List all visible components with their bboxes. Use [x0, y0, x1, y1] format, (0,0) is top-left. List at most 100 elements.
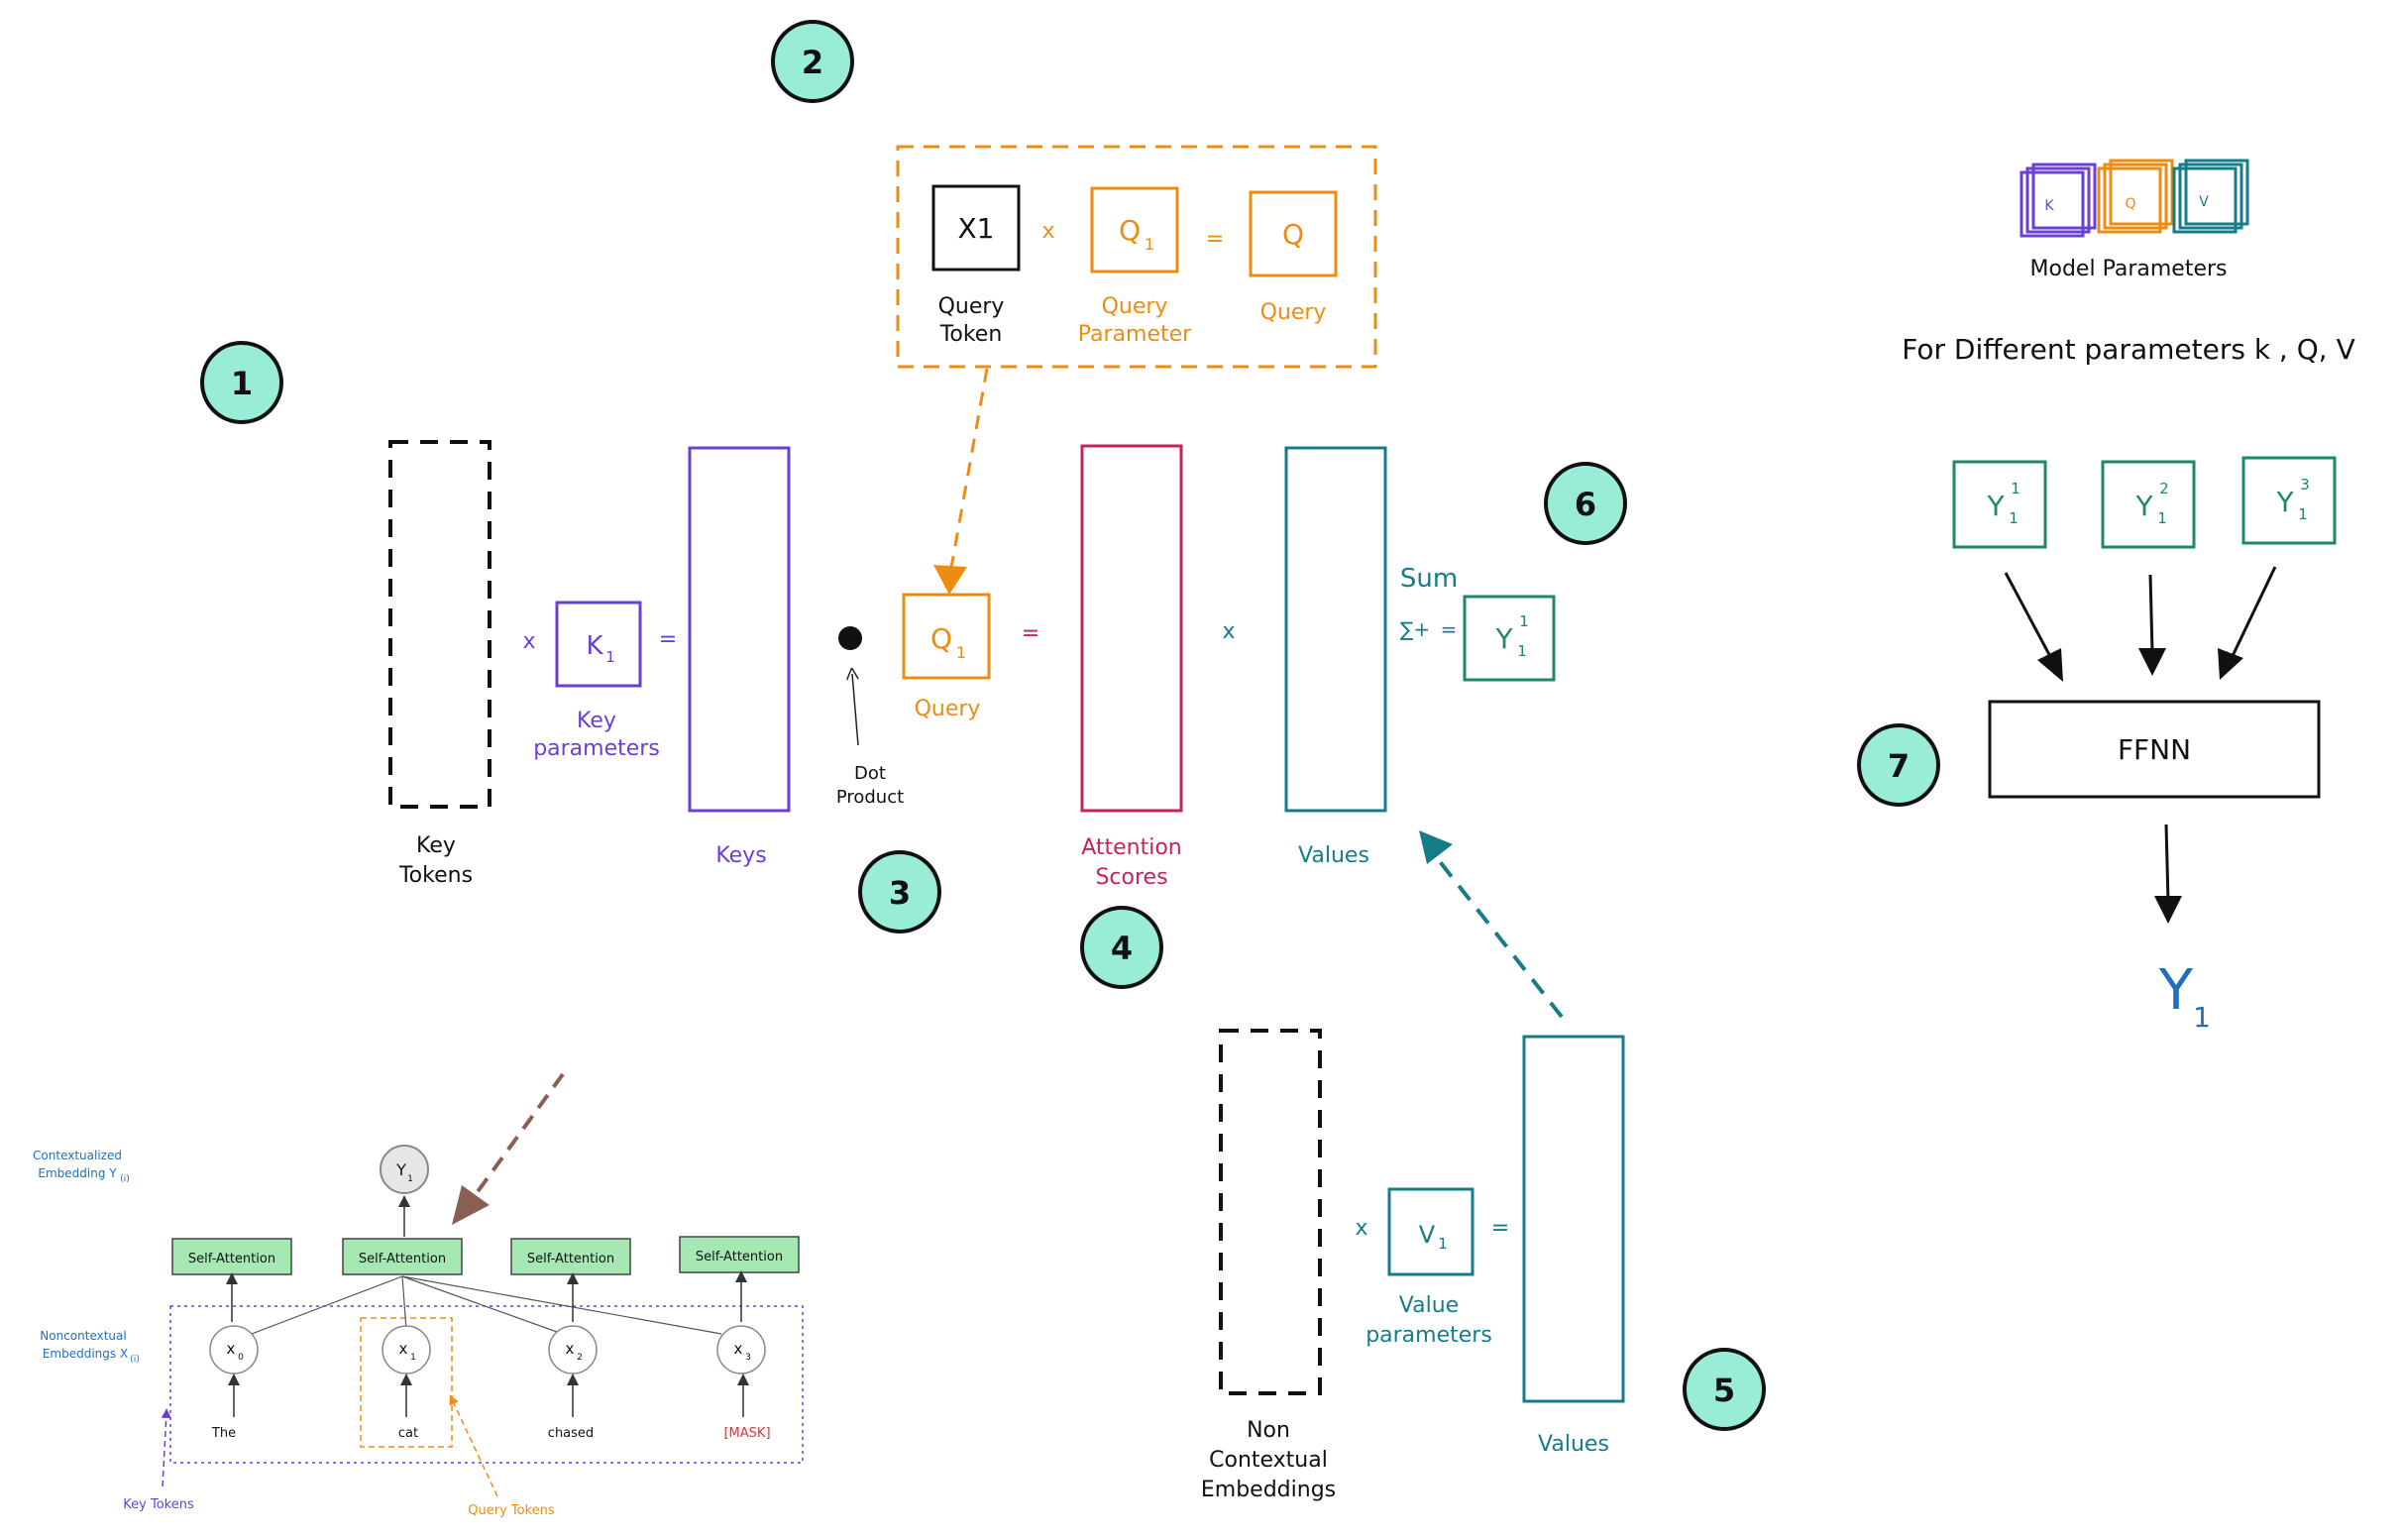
- self-attention-box-1-label: Self-Attention: [188, 1252, 275, 1266]
- mini-connection-4: [401, 1275, 722, 1335]
- ffnn-output-arrowhead: [2154, 896, 2182, 924]
- query-token-box: [931, 184, 1021, 272]
- query-token-text: X1: [958, 212, 995, 245]
- noncontextual-label-line2: Contextual: [1209, 1448, 1328, 1473]
- key-parameter-box: [555, 601, 642, 688]
- sum-output-text: Y: [1494, 622, 1513, 655]
- x-node-0-subscript: 0: [238, 1353, 244, 1363]
- sum-label: Sum: [1400, 564, 1458, 594]
- noncontextual-small-label-subscript: (i): [130, 1355, 140, 1365]
- query-tokens-frame: [360, 1317, 453, 1448]
- query-vector-box: [902, 593, 991, 680]
- query-parameter-text: Q: [1119, 214, 1141, 247]
- dot-product-label-line2: Product: [836, 787, 904, 808]
- sum-equals: =: [1441, 617, 1458, 641]
- ffnn-input-arrowhead-1: [2037, 648, 2063, 682]
- step-7-badge: 7: [1857, 723, 1940, 807]
- y-input-2-superscript: 2: [2159, 480, 2169, 497]
- x-node-3-base: x: [734, 1340, 743, 1358]
- y-input-3-subscript: 1: [2298, 505, 2308, 523]
- step-3-badge: 3: [858, 850, 941, 934]
- step-1-label: 1: [231, 365, 253, 402]
- mini-highlight-arrowhead: [452, 1185, 490, 1225]
- query-result-text: Q: [1282, 218, 1304, 251]
- y-input-3: Y 3 1: [2241, 456, 2337, 545]
- x-node-1-base: x: [399, 1340, 408, 1358]
- noncontextual-small-label-line2: Embeddings X: [43, 1347, 128, 1361]
- ffnn-input-arrow-3: [2230, 566, 2277, 659]
- y-input-1-superscript: 1: [2011, 480, 2020, 497]
- attention-scores-matrix: [1080, 444, 1183, 813]
- query-flow-arrowhead: [933, 565, 967, 595]
- key-tokens-pointer: [161, 1408, 171, 1487]
- self-attention-box-3: [510, 1238, 631, 1275]
- query-result-box: [1249, 190, 1338, 277]
- step-1-badge: 1: [200, 341, 283, 424]
- key-parameters-label-line1: Key: [577, 709, 616, 733]
- key-tokens-label-line2: Tokens: [398, 863, 473, 888]
- q-parameter-stack: [2097, 159, 2174, 234]
- value-parameter-text: V: [1419, 1221, 1436, 1249]
- word-chased: chased: [548, 1426, 594, 1441]
- self-attention-box-2-label: Self-Attention: [359, 1252, 446, 1266]
- step-5-label: 5: [1713, 1372, 1735, 1409]
- query-vector-subscript: 1: [956, 643, 966, 662]
- ffnn-input-arrowhead-2: [2138, 648, 2166, 676]
- dot-product-label-line1: Dot: [854, 763, 886, 784]
- query-parameter-label-line2: Parameter: [1078, 322, 1192, 347]
- query-block-frame: [896, 145, 1377, 369]
- keys-matrix: [688, 446, 791, 813]
- dot-product-operator: [838, 626, 862, 650]
- value-row-times: x: [1355, 1216, 1367, 1241]
- final-output-subscript: 1: [2193, 1001, 2211, 1034]
- key-row: Key Tokens x K 1 = Key parameters Keys D…: [388, 440, 1387, 890]
- query-projection-block: X1 x Q 1 = Q Query Token Query Parameter…: [896, 145, 1377, 369]
- values-times: x: [1222, 619, 1235, 644]
- value-parameters-label-line2: parameters: [1365, 1323, 1492, 1348]
- y-input-2-subscript: 1: [2157, 509, 2167, 527]
- value-parameter-subscript: 1: [1438, 1235, 1448, 1253]
- step-7-label: 7: [1888, 747, 1910, 785]
- noncontextual-small-label-line1: Noncontextual: [40, 1329, 126, 1343]
- ffnn-box: [1988, 700, 2321, 799]
- step-4-badge: 4: [1080, 906, 1163, 989]
- model-parameters-legend: K Q V Model Parameters For Different par…: [1902, 159, 2355, 366]
- ffnn-input-arrow-1: [2004, 572, 2055, 663]
- mini-output-node: [380, 1145, 429, 1194]
- noncontextual-label-line3: Embeddings: [1201, 1478, 1336, 1502]
- key-row-equals: =: [659, 627, 677, 652]
- values-label-top: Values: [1298, 843, 1369, 868]
- query-vector-label: Query: [915, 697, 981, 721]
- values-flow-arrow: [1429, 848, 1564, 1019]
- query-parameter-label-line1: Query: [1102, 294, 1168, 319]
- key-tokens-small-label: Key Tokens: [123, 1497, 194, 1512]
- query-parameter-box: [1090, 186, 1179, 274]
- step-6-badge: 6: [1544, 462, 1627, 545]
- y-input-2-base: Y: [2134, 490, 2153, 522]
- final-output-y: Y: [2158, 958, 2194, 1023]
- step-2-label: 2: [802, 44, 823, 81]
- mini-output-node-subscript: 1: [407, 1174, 413, 1184]
- query-flow-arrow: [947, 368, 989, 580]
- y-input-3-superscript: 3: [2300, 476, 2310, 494]
- query-vector-text: Q: [930, 622, 952, 655]
- query-parameter-subscript: 1: [1145, 235, 1154, 254]
- contextualized-label-line2: Embedding Y: [38, 1166, 117, 1180]
- key-row-times: x: [522, 629, 535, 654]
- sum-block: Sum ∑+ = Y 1 1: [1400, 564, 1556, 682]
- values-label-bottom: Values: [1538, 1432, 1609, 1457]
- value-row-equals: =: [1491, 1216, 1509, 1241]
- self-attention-box-4-label: Self-Attention: [696, 1250, 783, 1265]
- query-block-times: x: [1041, 219, 1054, 244]
- self-attention-box-1: [171, 1238, 292, 1275]
- ffnn-block: Y 1 1 Y 2 1 Y 3 1 FFNN Y 1: [1952, 456, 2337, 1034]
- query-result-label: Query: [1260, 300, 1327, 325]
- model-parameters-label: Model Parameters: [2030, 257, 2228, 281]
- self-attention-box-2: [342, 1238, 463, 1275]
- sum-symbol: ∑+: [1400, 617, 1430, 641]
- mini-connection-3: [401, 1275, 558, 1333]
- ffnn-input-arrow-2: [2148, 574, 2154, 653]
- key-parameters-label-line2: parameters: [533, 736, 660, 761]
- query-token-label-line2: Token: [939, 322, 1003, 347]
